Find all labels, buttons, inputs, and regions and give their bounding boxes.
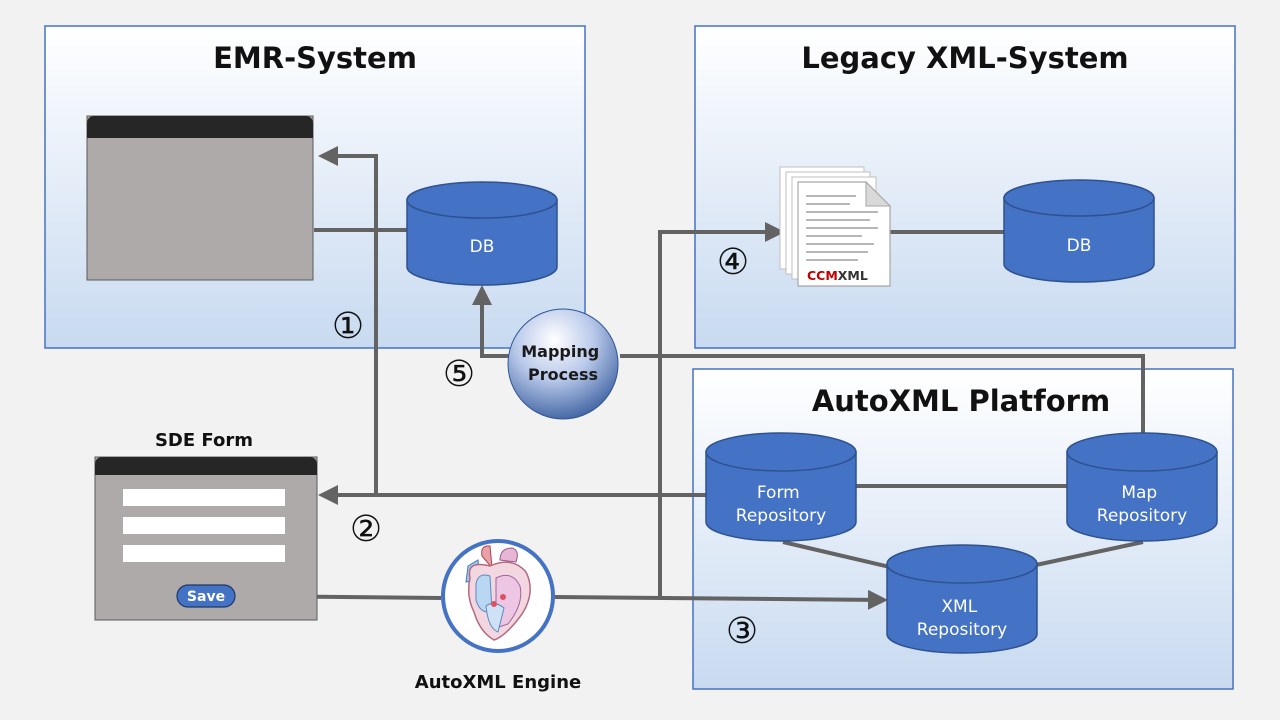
legacy-xml-system-title: Legacy XML-System bbox=[801, 41, 1128, 75]
autoxml-engine-node: AutoXML Engine bbox=[415, 539, 581, 693]
sde-form-field-2[interactable] bbox=[123, 517, 285, 534]
heart-icon bbox=[465, 545, 531, 641]
arrow-to-emr-window bbox=[318, 146, 378, 495]
sde-form-title: SDE Form bbox=[155, 430, 253, 451]
step-5-label: ⑤ bbox=[443, 354, 475, 395]
arrow-to-emr-db bbox=[472, 285, 512, 358]
step-1-label: ① bbox=[332, 306, 364, 347]
legacy-db-cylinder: DB bbox=[1003, 179, 1155, 283]
emr-db-cylinder: DB bbox=[406, 181, 558, 286]
map-repo-line1: Map bbox=[1121, 483, 1157, 503]
arrow-to-xml-repo bbox=[554, 589, 888, 610]
xml-logo-text: XML bbox=[838, 268, 868, 283]
map-xml-repo-link bbox=[1035, 540, 1144, 567]
map-to-mapping-link bbox=[620, 354, 1145, 433]
xml-repository-cylinder: XML Repository bbox=[886, 544, 1038, 654]
save-button-label: Save bbox=[187, 589, 225, 605]
arrow-to-legacy-doc bbox=[658, 222, 785, 597]
save-button[interactable]: Save bbox=[176, 584, 236, 608]
mapping-label-line1: Mapping bbox=[521, 342, 599, 361]
mapping-process-node: Mapping Process bbox=[507, 308, 619, 420]
map-repo-line2: Repository bbox=[1097, 506, 1187, 526]
autoxml-platform-title: AutoXML Platform bbox=[812, 384, 1110, 418]
xml-document-stack-icon: CCMXML bbox=[779, 166, 892, 287]
svg-text:Mapping Process: Mapping Process bbox=[521, 342, 605, 384]
autoxml-engine-label: AutoXML Engine bbox=[415, 672, 581, 693]
form-repository-cylinder: Form Repository bbox=[705, 432, 857, 542]
svg-text:CCMXML: CCMXML bbox=[807, 268, 868, 283]
legacy-db-label: DB bbox=[1067, 236, 1092, 256]
form-repo-line1: Form bbox=[757, 483, 800, 503]
ccm-logo-text: CCM bbox=[807, 268, 838, 283]
svg-text:XML Repository: XML Repository bbox=[917, 597, 1007, 640]
sde-form-field-3[interactable] bbox=[123, 545, 285, 562]
step-2-label: ② bbox=[350, 509, 382, 550]
form-repo-line2: Repository bbox=[736, 506, 826, 526]
step-4-label: ④ bbox=[717, 242, 749, 283]
emr-app-window bbox=[86, 115, 314, 281]
emr-system-title: EMR-System bbox=[213, 41, 417, 75]
svg-text:Form Repository: Form Repository bbox=[736, 483, 826, 526]
svg-text:Map Repository: Map Repository bbox=[1097, 483, 1187, 526]
form-xml-repo-link bbox=[782, 540, 891, 569]
mapping-label-line2: Process bbox=[528, 365, 598, 384]
step-3-label: ③ bbox=[726, 611, 758, 652]
map-repository-cylinder: Map Repository bbox=[1066, 432, 1218, 542]
sde-form-field-1[interactable] bbox=[123, 489, 285, 506]
xml-repo-line1: XML bbox=[941, 597, 977, 617]
legacy-xml-system-panel: Legacy XML-System bbox=[694, 25, 1236, 349]
emr-db-label: DB bbox=[470, 237, 495, 257]
xml-repo-line2: Repository bbox=[917, 620, 1007, 640]
